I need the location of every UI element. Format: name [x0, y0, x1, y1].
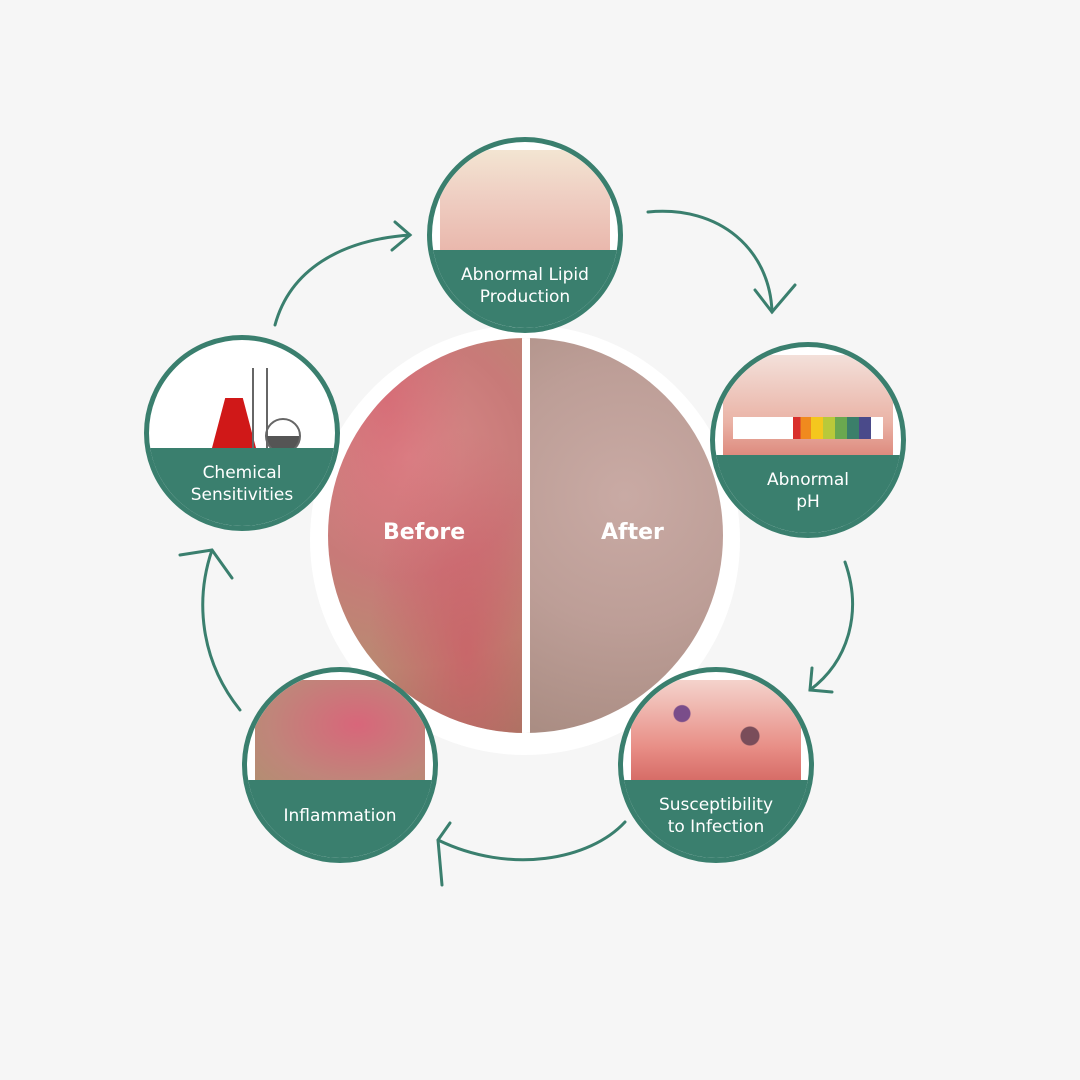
arrow-inflammation-to-chemical [201, 548, 242, 712]
node-label: pH [796, 492, 820, 512]
arrow-chemical-to-lipid [273, 233, 412, 327]
before-after-photo: Before After [328, 338, 723, 733]
before-skin-image [328, 338, 526, 733]
node-label: Chemical [202, 463, 282, 483]
arrow-infection-to-inflammation [436, 820, 627, 862]
node-label: Inflammation [283, 806, 397, 826]
node-label: Susceptibility [658, 795, 774, 815]
lipid-illustration [440, 150, 610, 262]
infection-illustration [631, 680, 801, 792]
after-skin-image [525, 338, 723, 733]
before-label: Before [383, 520, 466, 545]
arrow-lipid-to-ph [646, 209, 774, 314]
inflammation-photo [255, 680, 425, 792]
node-label: Sensitivities [190, 485, 294, 505]
node-label: Abnormal [767, 470, 849, 490]
divider [521, 338, 530, 733]
node-label: to Infection [667, 817, 765, 837]
lab-flasks-icon [157, 348, 327, 460]
arrow-ph-to-infection [808, 560, 854, 692]
after-label: After [601, 520, 664, 545]
node-label: Abnormal Lipid [461, 265, 589, 285]
node-label: Production [479, 287, 571, 307]
ph-strip-illustration [723, 355, 893, 467]
node-inflammation: Inflammation [242, 667, 438, 863]
